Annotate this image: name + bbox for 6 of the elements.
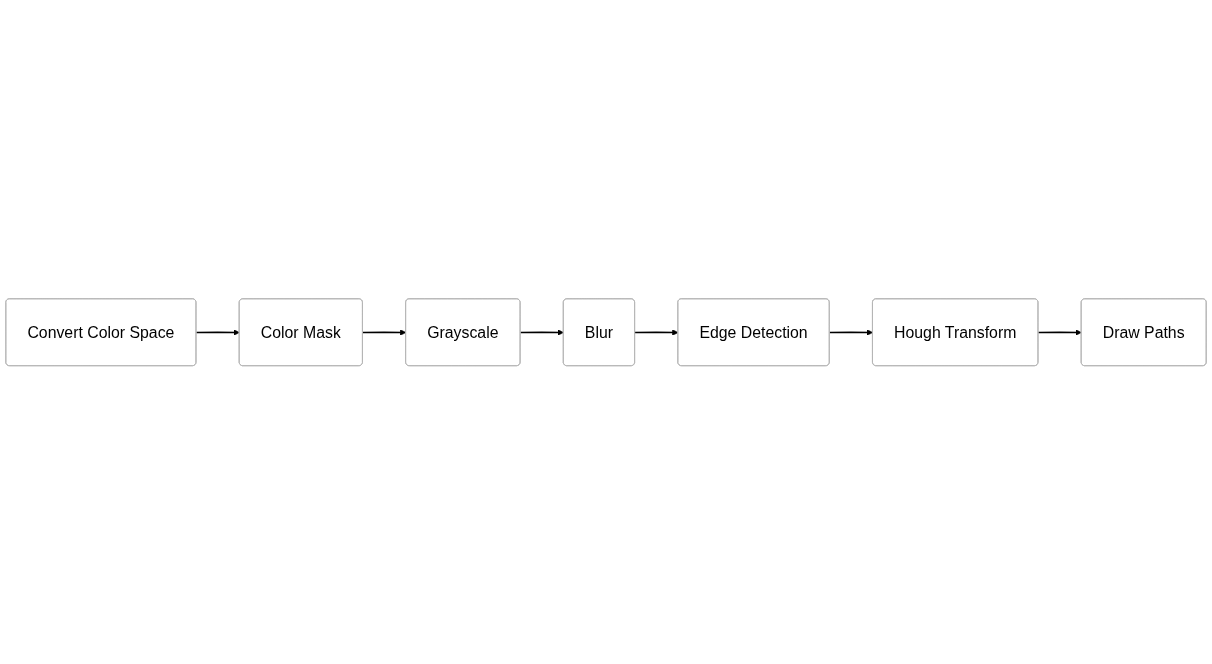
arrow — [362, 329, 407, 336]
arrow — [828, 329, 874, 336]
arrow — [1037, 329, 1082, 336]
arrow — [634, 329, 679, 336]
arrow — [519, 329, 564, 336]
arrow — [195, 329, 240, 336]
